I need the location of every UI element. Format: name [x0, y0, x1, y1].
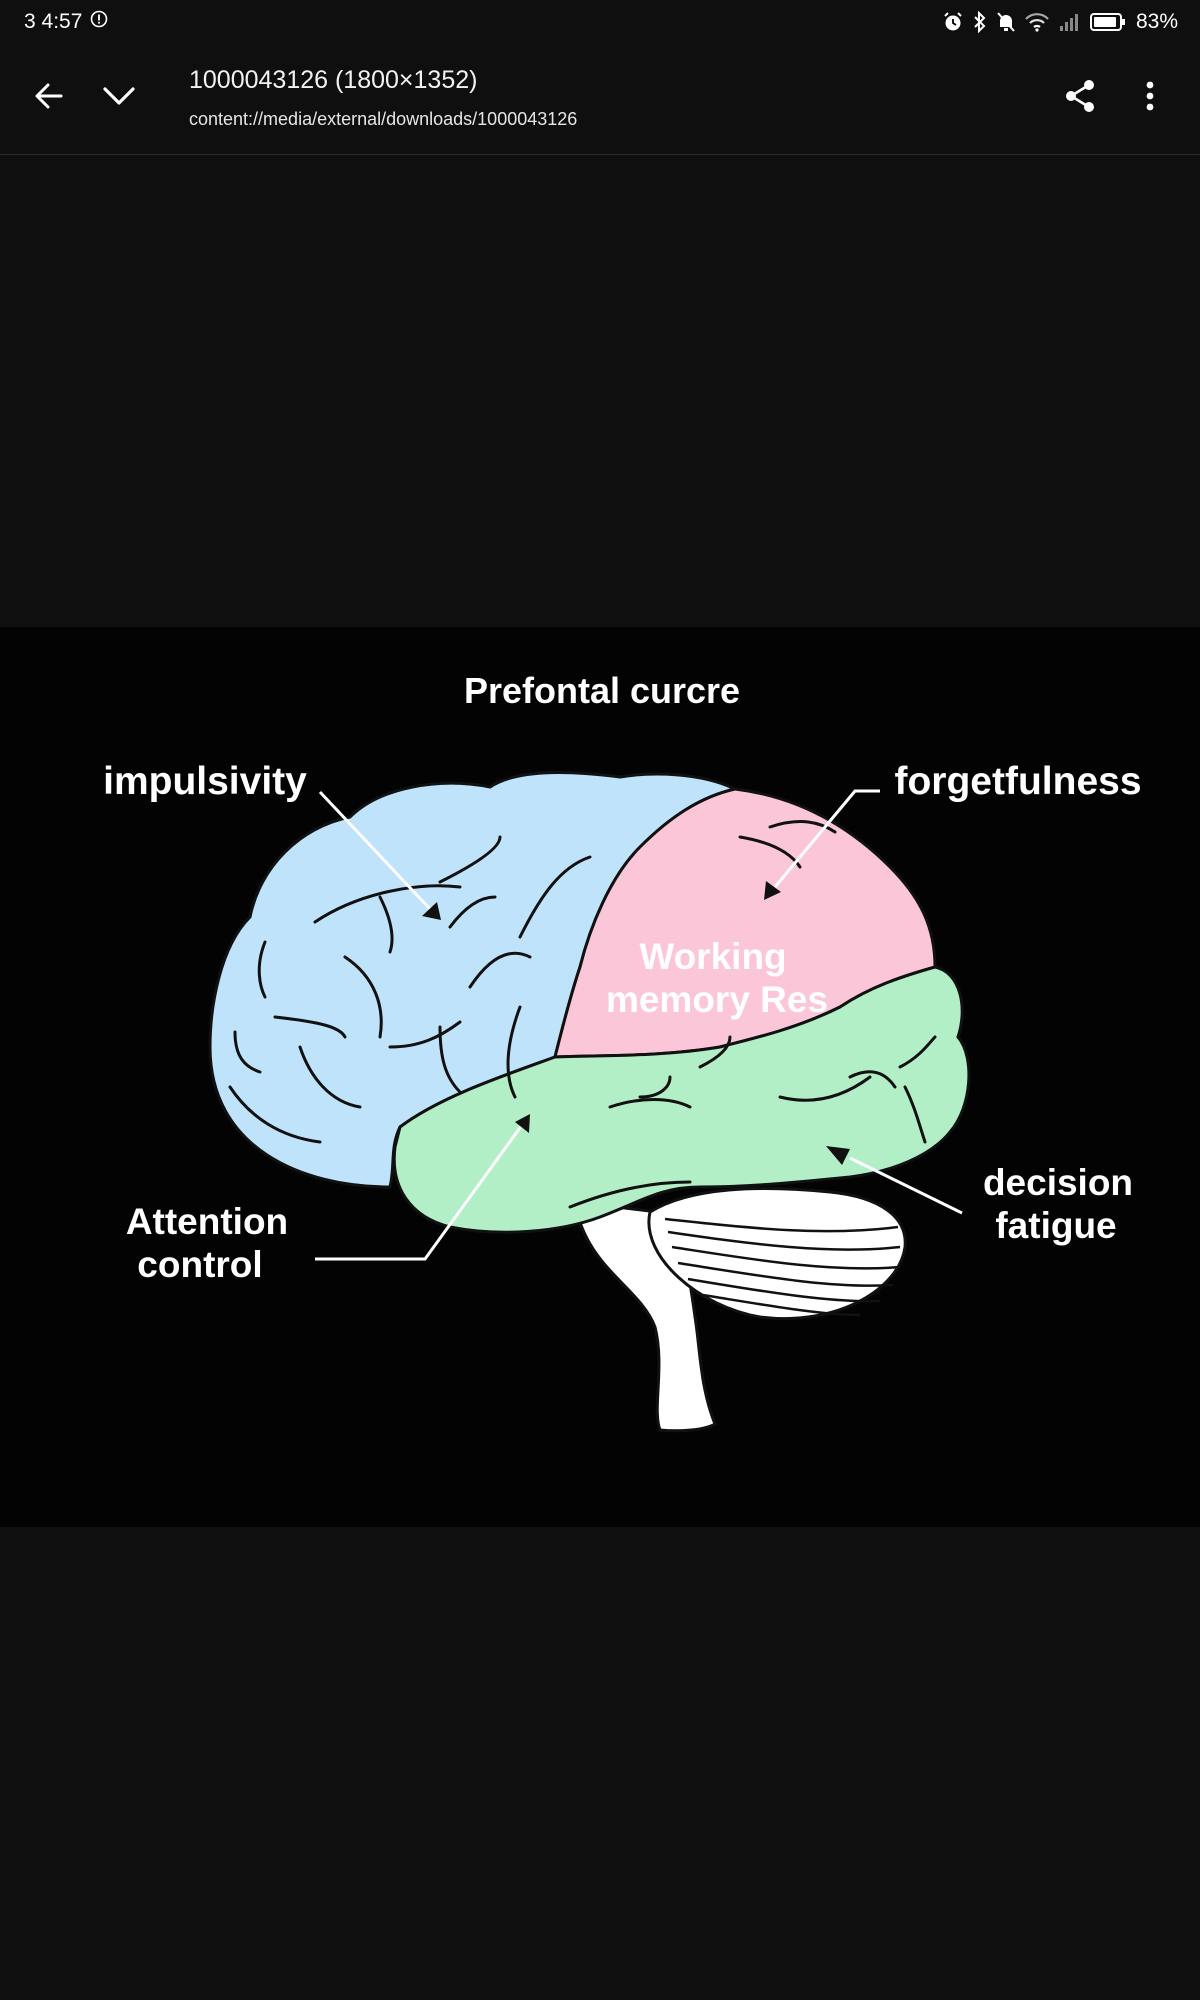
file-uri: content://media/external/downloads/10000… — [189, 109, 578, 129]
label-forgetfulness: forgetfulness — [894, 760, 1141, 803]
wifi-icon — [1024, 11, 1050, 33]
displayed-image[interactable]: Prefontal curcre impulsivity forgetfulne… — [0, 627, 1200, 1527]
chevron-down-icon[interactable] — [97, 74, 141, 118]
label-attention-1: Attention — [126, 1201, 288, 1242]
file-title: 1000043126 (1800×1352) — [189, 66, 478, 94]
label-working-memory-2: memory Res — [606, 979, 828, 1020]
label-leaders — [315, 789, 963, 1261]
sulci-lines — [228, 820, 937, 1209]
temporal-lobe — [392, 965, 971, 1234]
status-left: 3 4:57 — [24, 10, 108, 34]
arrowheads — [422, 881, 850, 1165]
diagram-title: Prefontal curcre — [464, 670, 740, 711]
mute-icon — [996, 11, 1016, 33]
label-decision-2: fatigue — [995, 1205, 1116, 1246]
signal-icon — [1058, 11, 1082, 33]
status-right: 83% — [942, 10, 1178, 34]
top-app-bar: 1000043126 (1800×1352) content://media/e… — [0, 44, 1200, 155]
alert-icon — [90, 10, 108, 34]
back-arrow-icon[interactable] — [27, 74, 71, 118]
label-decision-1: decision — [983, 1162, 1133, 1203]
more-vert-icon[interactable] — [1128, 74, 1172, 118]
battery-icon — [1089, 11, 1126, 33]
status-time: 3 4:57 — [24, 10, 83, 33]
label-working-memory-1: Working — [639, 936, 786, 977]
cerebellum — [647, 1187, 907, 1320]
label-attention-2: control — [137, 1244, 262, 1285]
share-icon[interactable] — [1058, 74, 1102, 118]
bluetooth-icon — [972, 11, 988, 33]
status-bar: 3 4:57 83% — [0, 0, 1200, 44]
alarm-icon — [942, 11, 964, 33]
battery-percent: 83% — [1135, 10, 1178, 33]
label-impulsivity: impulsivity — [103, 760, 307, 803]
